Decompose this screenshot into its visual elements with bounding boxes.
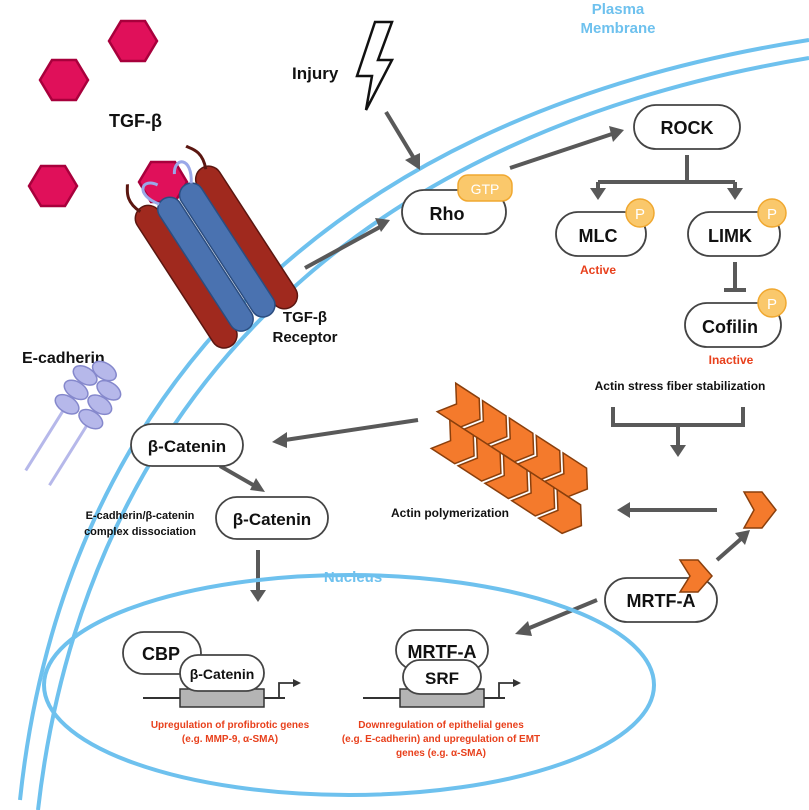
actin-monomer-bound-icon [678, 559, 713, 593]
beta-catenin-nucleus-node [179, 654, 265, 692]
tgf-beta-ligand-icon [107, 19, 159, 63]
lightning-bolt-icon [355, 20, 395, 111]
beta-catenin-label-2: β-Catenin [233, 510, 311, 529]
beta-catenin-node-1 [130, 423, 244, 467]
complex-dissociation-label-1: E-cadherin/β-catenin [86, 510, 195, 522]
nucleus [42, 573, 656, 797]
phospho-label: P [767, 206, 777, 223]
phospho-badge-icon [625, 198, 655, 228]
limk-label: LIMK [708, 226, 752, 246]
mrtf-a-cytoplasm-label: MRTF-A [627, 591, 696, 611]
emt-outcome-1: Downregulation of epithelial genes [358, 720, 524, 731]
profibrotic-outcome-1: Upregulation of profibrotic genes [151, 720, 310, 731]
cofilin-node [684, 302, 782, 348]
tgf-receptor-label-2: Receptor [272, 329, 337, 346]
tgf-beta-label: TGF-β [109, 111, 162, 131]
actin-filament-icon [429, 381, 589, 535]
mlc-state-label: Active [580, 263, 616, 277]
srf-node [402, 659, 482, 695]
tgf-receptor-label-1: TGF-β [283, 309, 327, 326]
mrtf-a-nucleus-label: MRTF-A [408, 642, 477, 662]
phospho-label: P [635, 206, 645, 223]
phospho-badge-icon [757, 288, 787, 318]
profibrotic-outcome-2: (e.g. MMP-9, α-SMA) [182, 734, 278, 745]
rock-label: ROCK [661, 118, 714, 138]
cofilin-state-label: Inactive [709, 353, 754, 367]
tgf-beta-ligands [27, 19, 189, 208]
tgf-beta-ligand-icon [27, 164, 79, 208]
plasma-membrane-inner [36, 56, 809, 810]
cbp-label: CBP [142, 644, 180, 664]
nucleus-label: Nucleus [324, 569, 382, 586]
rock-node [633, 104, 741, 150]
complex-dissociation-label-2: complex dissociation [84, 526, 196, 538]
injury-label: Injury [292, 64, 339, 83]
tgf-beta-receptor-icon [125, 144, 299, 349]
actin-polymerization-label: Actin polymerization [391, 506, 509, 520]
beta-catenin-label-1: β-Catenin [148, 437, 226, 456]
rho-label: Rho [430, 204, 465, 224]
emt-outcome-3: genes (e.g. α-SMA) [396, 748, 486, 759]
tgf-beta-ligand-icon [38, 58, 90, 102]
emt-outcome-2: (e.g. E-cadherin) and upregulation of EM… [342, 734, 540, 745]
actin-monomer-icon [742, 491, 777, 529]
phospho-badge-icon [757, 198, 787, 228]
plasma-membrane-label-1: Plasma [592, 1, 645, 18]
phospho-label: P [767, 296, 777, 313]
gtp-label: GTP [471, 181, 500, 197]
srf-label: SRF [425, 669, 459, 688]
e-cadherin-label: E-cadherin [22, 350, 105, 367]
beta-catenin-node-2 [215, 496, 329, 540]
gene-cbp: CBP β-Catenin [122, 631, 301, 708]
mlc-label: MLC [579, 226, 618, 246]
arrows [219, 110, 750, 636]
gtp-badge [457, 174, 513, 202]
gene-mrtf-srf: MRTF-A SRF [363, 629, 521, 708]
mlc-node [555, 211, 647, 257]
actin-stress-fiber-label: Actin stress fiber stabilization [595, 379, 766, 393]
e-cadherin-icon [24, 360, 122, 487]
cbp-node [122, 631, 202, 675]
cofilin-label: Cofilin [702, 317, 758, 337]
limk-node [687, 211, 781, 257]
plasma-membrane-label-2: Membrane [580, 20, 655, 37]
beta-catenin-nucleus-label: β-Catenin [190, 666, 255, 682]
